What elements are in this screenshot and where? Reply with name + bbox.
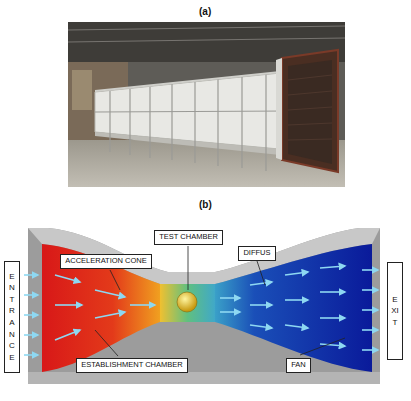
callout-box: ESTABLISHMENT CHAMBER bbox=[76, 358, 188, 373]
part-name: FAN bbox=[291, 361, 306, 370]
part-name: ESTABLISHMENT CHAMBER bbox=[81, 361, 182, 370]
panel-label: (a) bbox=[199, 6, 211, 17]
part-name: TEST CHAMBER bbox=[159, 233, 218, 242]
part-name: ENTRANCE bbox=[8, 271, 16, 364]
panel-label: (b) bbox=[199, 199, 212, 210]
callout-box: DIFFUS bbox=[238, 246, 276, 261]
wind-tunnel-photo bbox=[68, 22, 345, 187]
flow-end-box: EXIT bbox=[387, 262, 403, 360]
callout-box: FAN bbox=[286, 358, 311, 373]
part-name: EXIT bbox=[391, 294, 399, 329]
callout-box: ACCELERATION CONE bbox=[60, 254, 152, 269]
wind-tunnel-schematic bbox=[24, 228, 380, 384]
part-name: ACCELERATION CONE bbox=[65, 257, 147, 266]
callout-box: TEST CHAMBER bbox=[154, 230, 223, 245]
part-name: DIFFUS bbox=[243, 249, 270, 258]
flow-end-box: ENTRANCE bbox=[4, 261, 20, 373]
